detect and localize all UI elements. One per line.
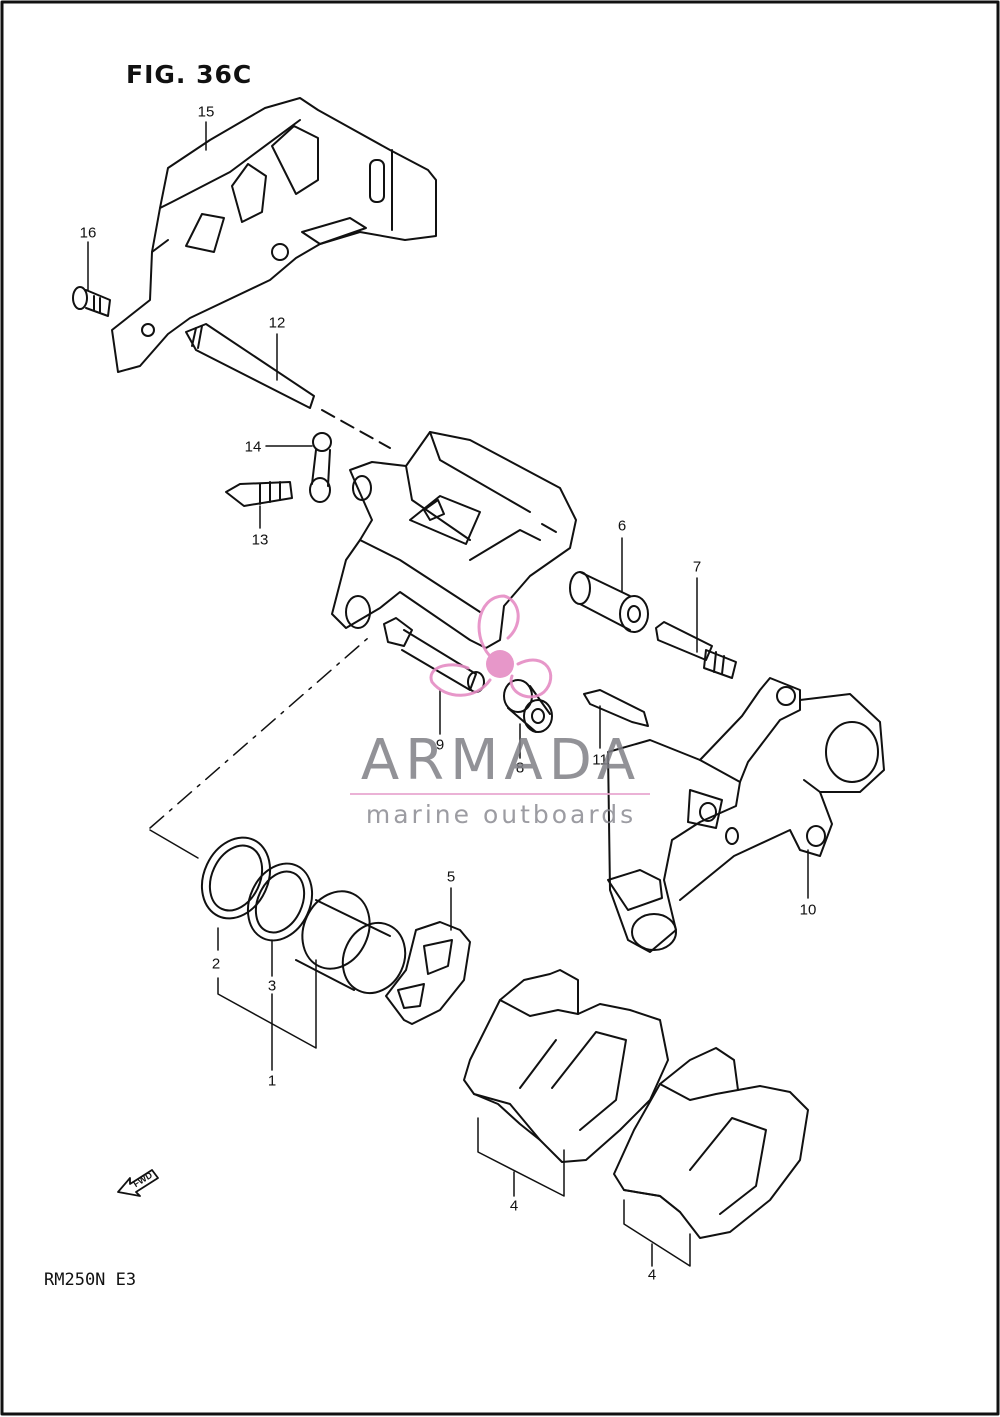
watermark-tagline: marine outboards (365, 800, 637, 829)
callout-6: 6 (617, 517, 627, 535)
callout-4-rear: 4 (647, 1266, 657, 1284)
caliper-bracket-part-10 (607, 677, 885, 953)
callout-15: 15 (197, 103, 215, 121)
caliper-body (331, 431, 577, 649)
boot-part-6 (569, 571, 649, 633)
callout-5: 5 (446, 868, 456, 886)
brake-pad-set-front-part-4 (463, 969, 669, 1163)
callout-leaders (87, 121, 809, 1267)
propeller-logo-icon (429, 594, 553, 699)
model-code: RM250N E3 (44, 1270, 137, 1290)
callout-16: 16 (79, 224, 97, 242)
fwd-arrow-icon (117, 1169, 159, 1197)
callout-9: 9 (435, 736, 445, 754)
piston-part-1 (295, 890, 407, 995)
callout-11: 11 (592, 751, 608, 769)
pad-pin-part-12 (185, 323, 391, 449)
callout-12: 12 (268, 314, 286, 332)
assembly-leader (149, 829, 199, 859)
brake-pad-set-rear-part-4 (613, 1047, 809, 1239)
sliding-pin-part-9 (383, 617, 485, 693)
callout-2: 2 (211, 955, 221, 973)
callout-13: 13 (251, 531, 269, 549)
screw-part-16 (72, 286, 111, 317)
callout-4-front: 4 (509, 1197, 519, 1215)
figure-title: FIG. 36C (126, 60, 253, 89)
callout-14: 14 (244, 438, 262, 456)
bolt-part-7 (655, 621, 737, 679)
pad-spring-part-11 (583, 689, 649, 727)
dust-seal-part-3 (246, 862, 314, 942)
callout-10: 10 (799, 901, 817, 919)
boot-part-8 (503, 679, 553, 733)
bleeder-valve-part-13 (225, 481, 293, 507)
caliper-guard-part-15 (111, 97, 437, 373)
callout-7: 7 (692, 558, 702, 576)
pad-shim-part-5 (385, 921, 471, 1025)
callout-3: 3 (267, 977, 277, 995)
watermark-rule (350, 793, 650, 795)
callout-1: 1 (267, 1072, 277, 1090)
assembly-leader-dash (149, 637, 369, 829)
watermark-brand: ARMADA (360, 728, 642, 793)
piston-seal-part-2 (200, 836, 272, 920)
bleeder-cap-part-14 (309, 432, 332, 503)
callout-8: 8 (515, 759, 525, 777)
